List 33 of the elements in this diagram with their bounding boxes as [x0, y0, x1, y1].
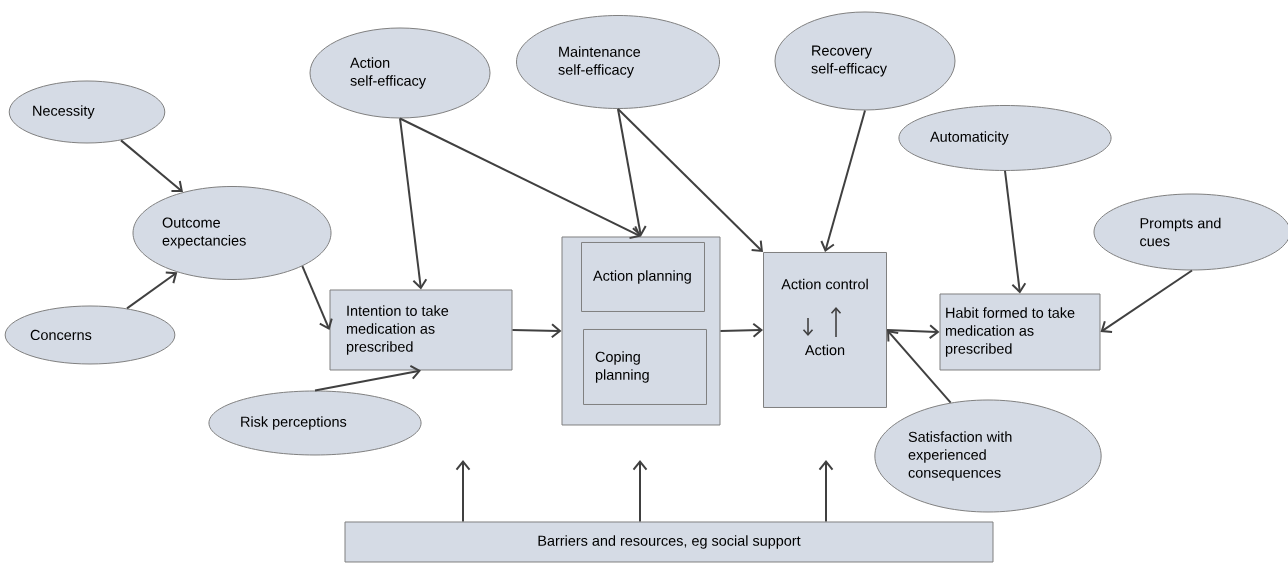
oval: Outcome expectancies	[132, 186, 332, 280]
arrow	[632, 460, 648, 523]
process-box: Action control Action	[763, 252, 887, 408]
oval: Satisfaction with experienced consequences	[874, 399, 1102, 513]
arrow	[818, 460, 834, 523]
oval: Concerns	[4, 305, 176, 365]
arrow	[1100, 269, 1193, 334]
oval: Recovery self-efficacy	[774, 11, 956, 111]
process-box: Barriers and resources, eg social support	[344, 521, 994, 563]
arrow	[820, 109, 866, 252]
process-box: Action planning	[581, 242, 705, 312]
arrow	[399, 117, 641, 240]
process-box: Habit formed to take medication as prescribed	[939, 293, 1101, 371]
oval: Action self-efficacy	[309, 27, 491, 119]
arrow	[886, 324, 940, 340]
arrow	[617, 108, 763, 252]
oval: Automaticity	[898, 105, 1112, 171]
arrow	[399, 117, 428, 290]
arrow	[887, 330, 952, 404]
arrow	[126, 271, 178, 310]
oval: Necessity	[8, 80, 166, 144]
oval: Prompts and cues	[1093, 193, 1288, 271]
arrow	[1004, 170, 1027, 294]
process-box: Coping planning	[583, 329, 707, 405]
arrow	[617, 108, 647, 237]
arrow	[511, 323, 562, 339]
process-box: Intention to take medication as prescribed	[329, 289, 513, 371]
arrow	[120, 139, 183, 193]
oval: Maintenance self-efficacy	[516, 15, 720, 109]
oval: Risk perceptions	[208, 390, 422, 456]
arrow	[455, 460, 471, 523]
arrow	[719, 322, 763, 338]
arrow	[301, 265, 333, 330]
